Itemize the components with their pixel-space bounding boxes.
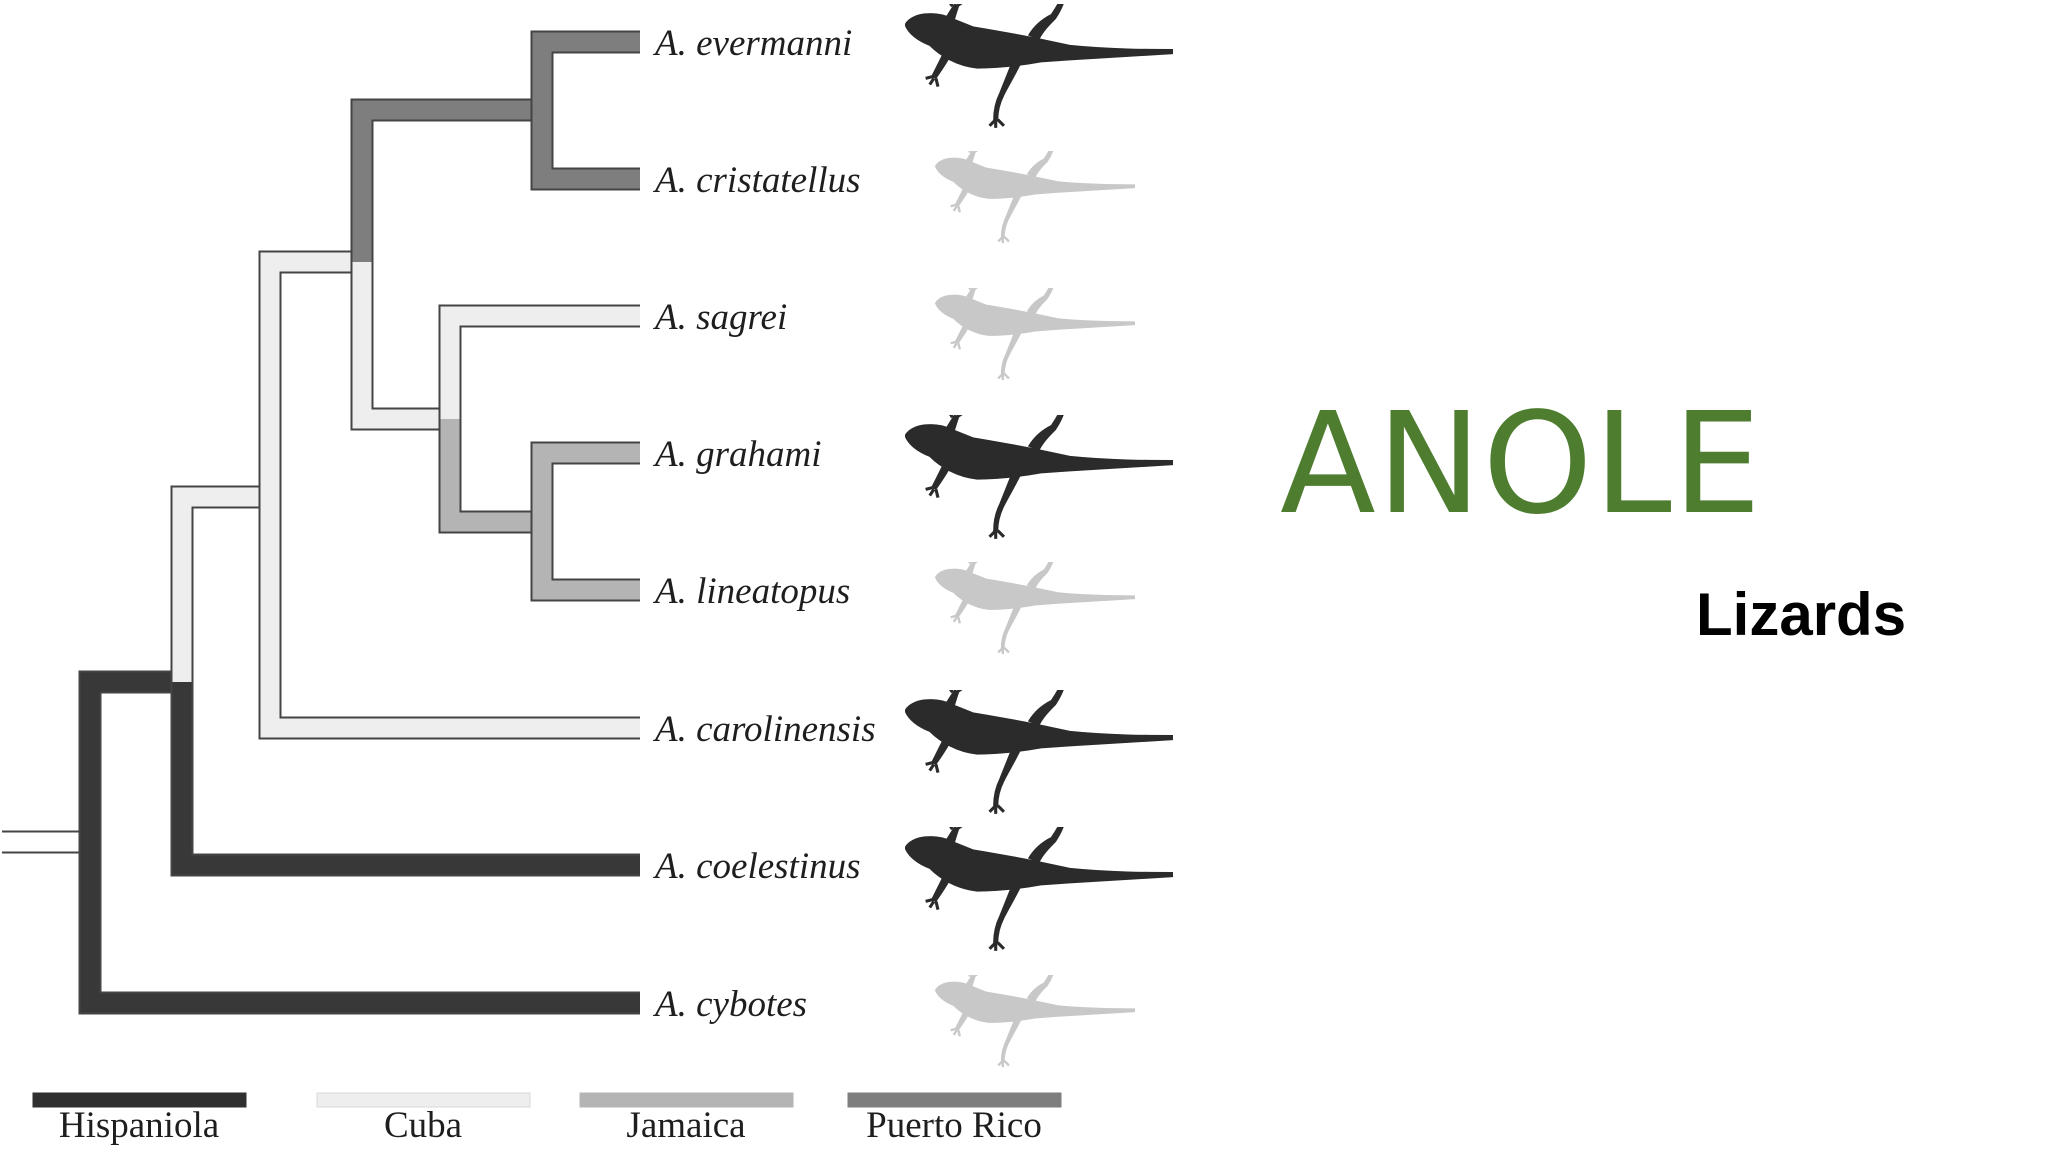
legend-label: Cuba xyxy=(384,1105,462,1146)
species-label: A. sagrei xyxy=(652,297,787,338)
branch-pr-stem-outline xyxy=(350,98,542,262)
legend-swatch xyxy=(32,1092,247,1108)
lizard-silhouette-icon xyxy=(935,151,1135,243)
lizard-silhouette-icon xyxy=(905,690,1173,814)
branch-grahami-lineatopus xyxy=(532,443,640,600)
branch-coelestinus xyxy=(172,682,640,875)
species-label: A. grahami xyxy=(652,434,822,475)
lizard-silhouette-icon xyxy=(935,288,1135,380)
legend-label: Puerto Rico xyxy=(866,1105,1042,1146)
legend-swatch xyxy=(316,1092,531,1108)
legend-swatch xyxy=(579,1092,794,1108)
branch-evermanni-cristatellus-outline xyxy=(530,30,640,191)
legend-label: Hispaniola xyxy=(59,1105,219,1146)
lizard-silhouette-icon xyxy=(935,975,1135,1067)
legend-swatch xyxy=(847,1092,1062,1108)
lizard-silhouette-icon xyxy=(905,4,1173,128)
branch-cuba-inner-outline xyxy=(350,262,450,431)
lizard-silhouette-icon xyxy=(935,562,1135,654)
branch-carolinensis xyxy=(260,252,640,738)
branch-sagrei xyxy=(440,306,640,419)
species-label: A. carolinensis xyxy=(652,709,876,750)
branch-pr-stem xyxy=(352,100,542,262)
species-label: A. evermanni xyxy=(652,23,852,64)
branch-cuba-stem-outline xyxy=(170,485,270,682)
legend-label: Jamaica xyxy=(626,1105,745,1146)
species-label: A. cristatellus xyxy=(652,160,861,201)
lizard-silhouette-icon xyxy=(905,415,1173,539)
branch-grahami-lineatopus-outline xyxy=(530,441,640,602)
branch-cuba-stem xyxy=(172,487,270,682)
branch-cybotes xyxy=(80,672,640,1013)
title: ANOLE xyxy=(1280,383,1763,546)
species-label: A. cybotes xyxy=(652,984,807,1025)
branch-evermanni-cristatellus xyxy=(532,32,640,189)
subtitle: Lizards xyxy=(1696,581,1907,648)
phylogenetic-tree xyxy=(2,30,640,1015)
species-labels: A. evermanni A. cristatellus A. sagrei A. g… xyxy=(652,23,876,1025)
legend: Hispaniola Cuba Jamaica Puerto Rico xyxy=(32,1092,1062,1146)
branch-jamaica-stem xyxy=(440,419,542,532)
lizard-silhouettes xyxy=(905,4,1173,1067)
branch-cuba-inner xyxy=(352,262,450,429)
branch-jamaica-stem-outline xyxy=(438,419,542,534)
branch-sagrei-outline xyxy=(438,304,640,419)
branch-coelestinus-outline xyxy=(170,682,640,877)
lizard-silhouette-icon xyxy=(905,827,1173,951)
species-label: A. coelestinus xyxy=(652,846,861,887)
species-label: A. lineatopus xyxy=(652,571,850,612)
